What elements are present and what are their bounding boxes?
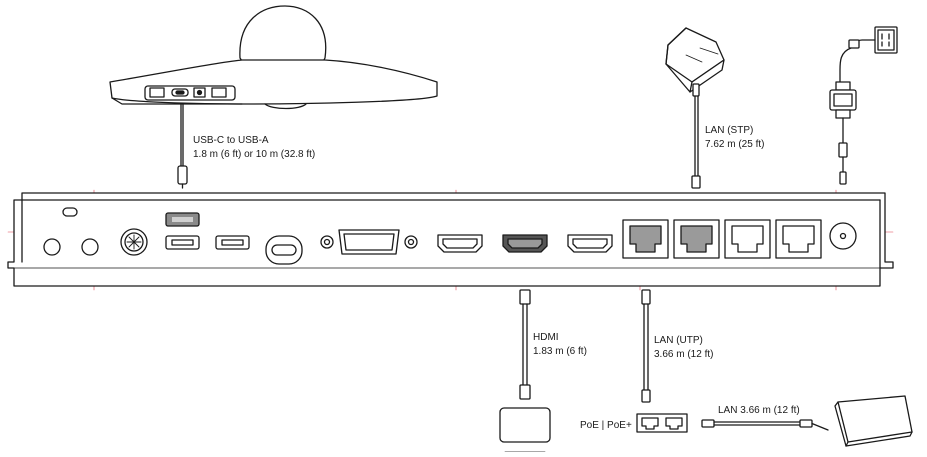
reset-button: [43, 238, 61, 256]
lan-stp-label: LAN (STP): [705, 125, 754, 136]
microphone-pod-icon: [665, 27, 725, 93]
lan-port-2-highlighted: [673, 219, 720, 259]
lan-utp-label: LAN (UTP): [654, 335, 703, 346]
tablet-lan-cable: [701, 419, 829, 431]
usb-cable-length: 1.8 m (6 ft) or 10 m (32.8 ft): [193, 149, 316, 160]
usb-cable: [177, 103, 188, 189]
camera-bar-icon: [109, 5, 438, 110]
lan-stp-length: 7.62 m (25 ft): [705, 139, 765, 150]
lan-utp-cable: [641, 289, 651, 403]
lan-port-1-highlighted: [622, 219, 669, 259]
security-slot: [62, 207, 78, 217]
lan-stp-cable: [691, 83, 701, 189]
power-adapter-icon: [829, 47, 857, 185]
poe-injector-icon: [636, 413, 688, 433]
lan-port-4: [775, 219, 822, 259]
hdmi-label: HDMI: [533, 332, 559, 343]
tablet-lan-label: LAN 3.66 m (12 ft): [718, 405, 800, 416]
ports: [43, 207, 857, 265]
display-icon: [499, 407, 551, 453]
poe-label: PoE | PoE+: [580, 420, 632, 431]
usb-cable-label: USB-C to USB-A: [193, 135, 269, 146]
lan-port-3: [724, 219, 771, 259]
touch-tablet-icon: [834, 395, 913, 447]
hdmi-cable: [519, 289, 531, 400]
audio-jack: [81, 238, 99, 256]
wall-outlet-icon: [848, 26, 898, 54]
lan-utp-length: 3.66 m (12 ft): [654, 349, 714, 360]
hdmi-length: 1.83 m (6 ft): [533, 346, 587, 357]
